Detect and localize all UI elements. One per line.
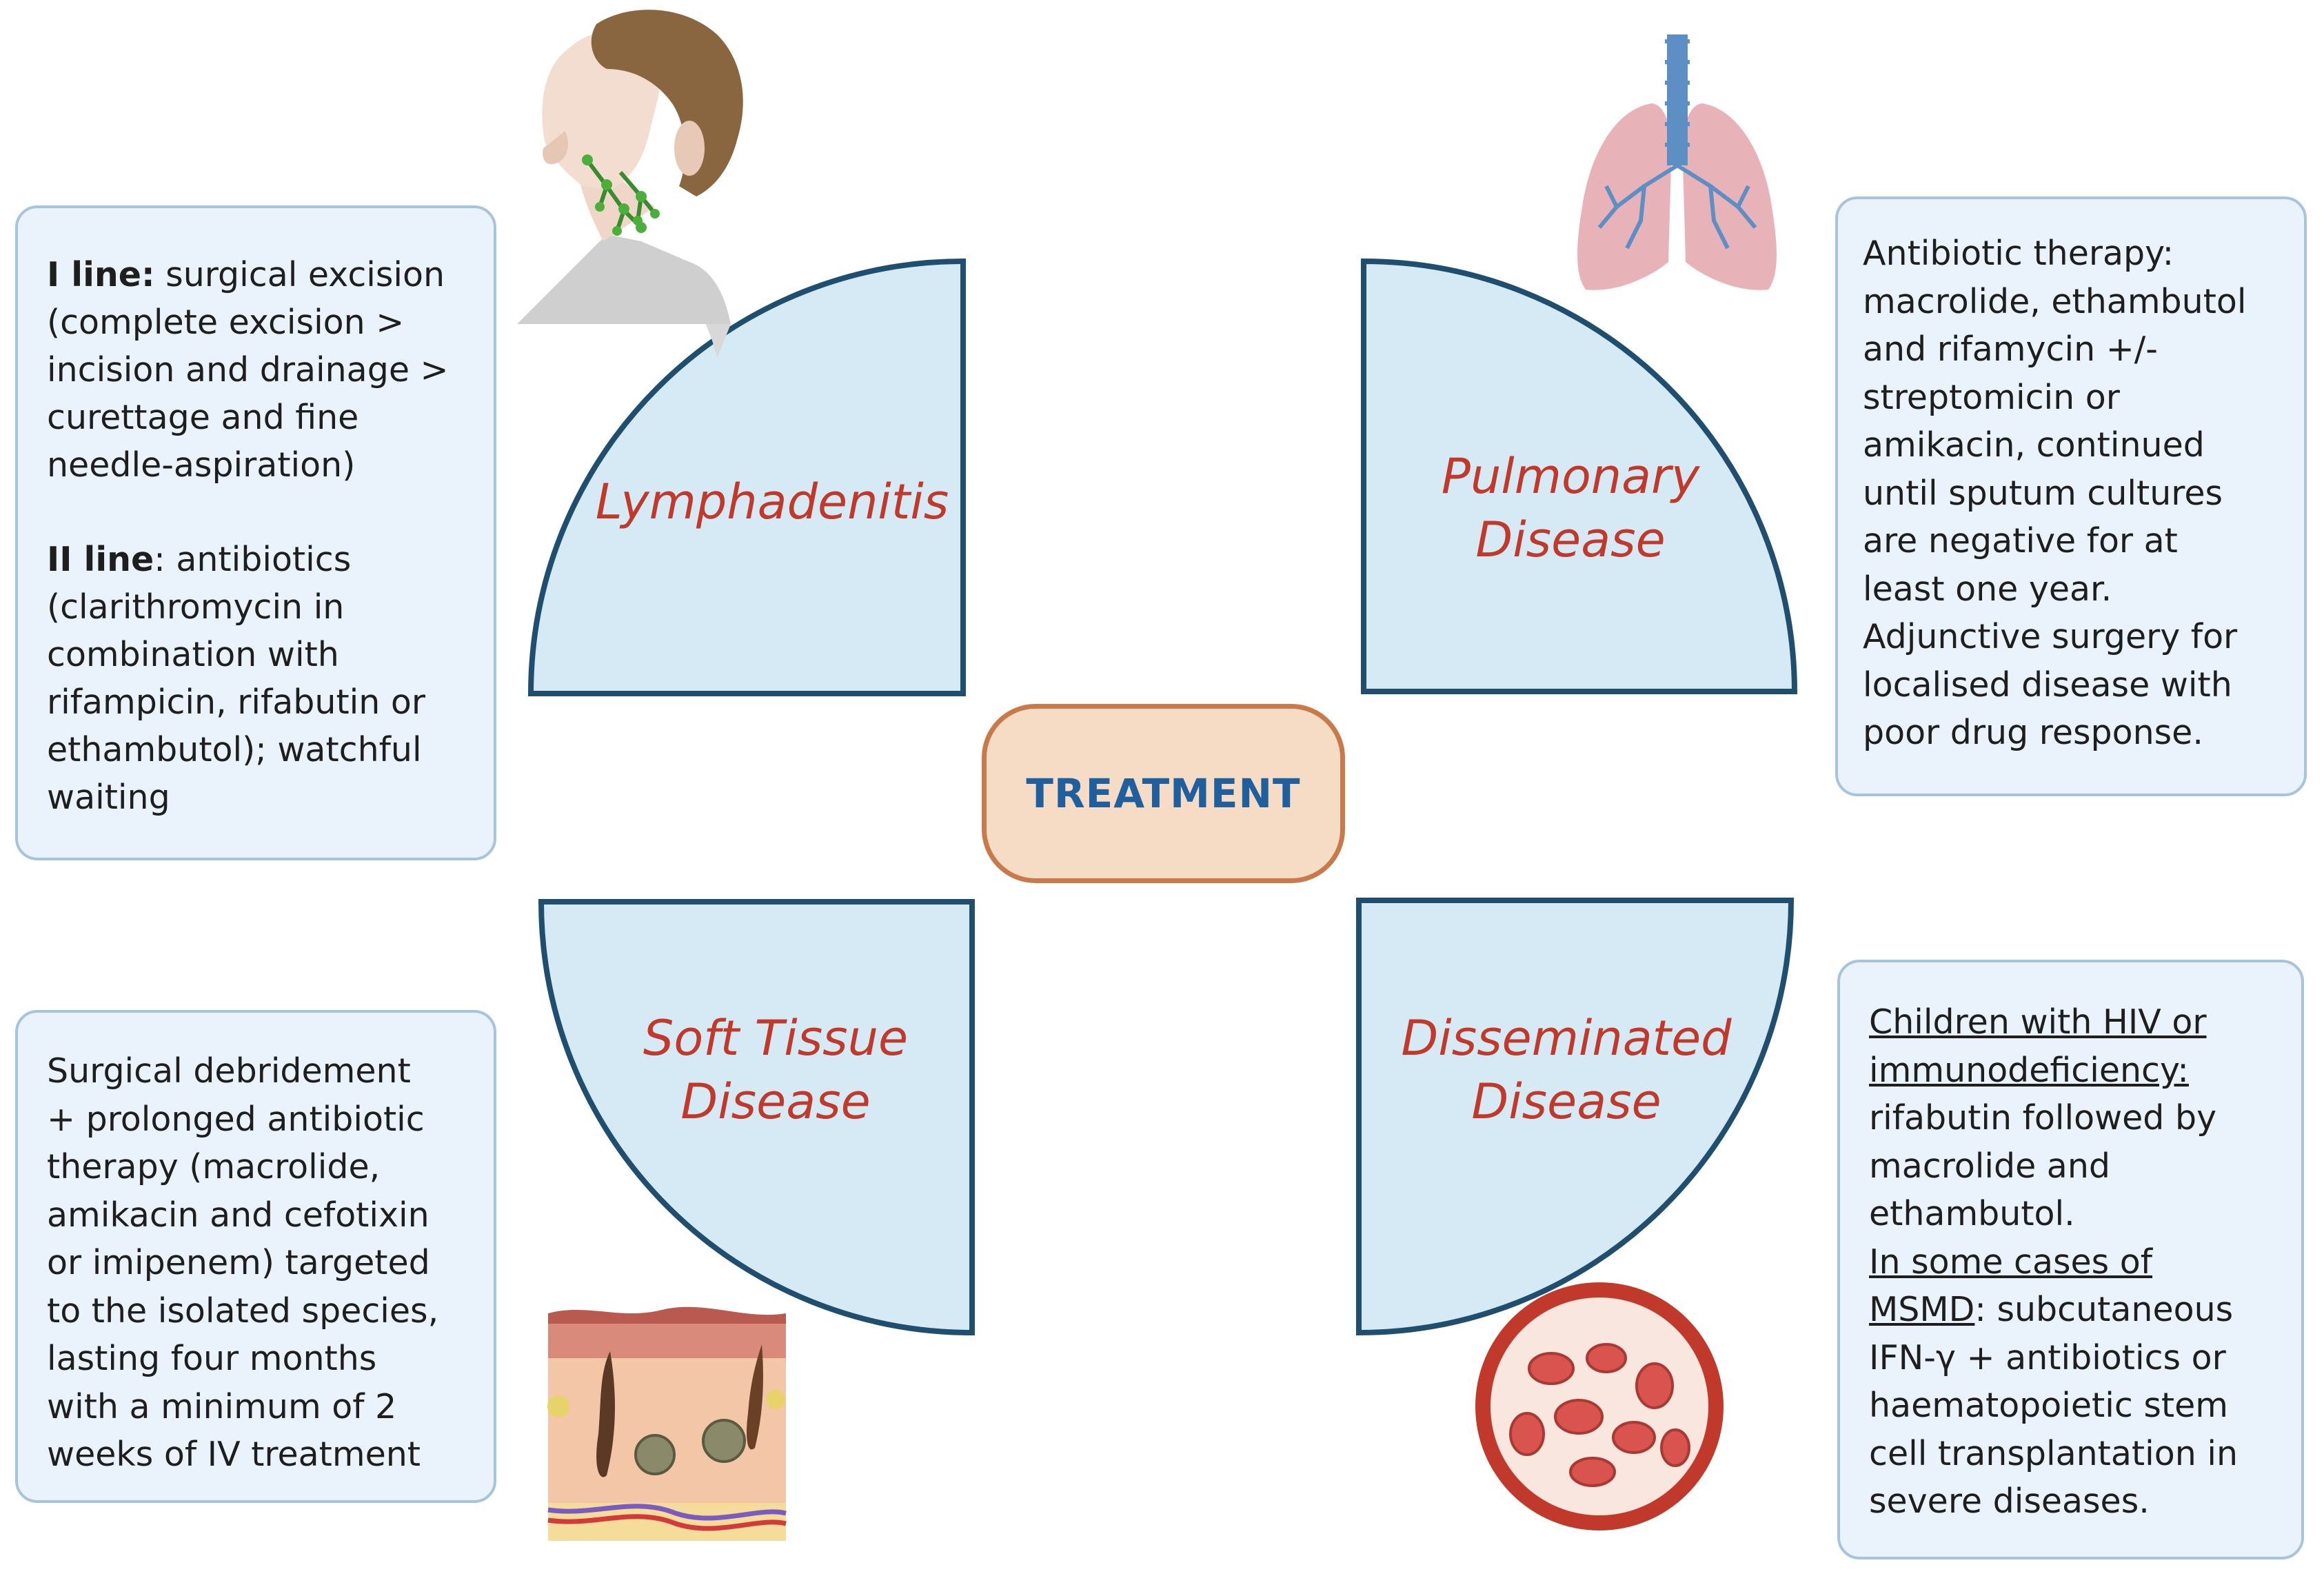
pulmonary-row-9: Adjunctive surgery for bbox=[1863, 617, 2238, 656]
pulmonary-label: Pulmonary Disease bbox=[1329, 445, 1812, 572]
pulmonary-row-11: poor drug response. bbox=[1863, 713, 2203, 752]
pulmonary-row-10: localised disease with bbox=[1863, 665, 2232, 705]
disseminated-label: Disseminated Disease bbox=[1325, 1007, 1808, 1133]
msmd-text-row-2: IFN-γ + antibiotics or bbox=[1869, 1337, 2226, 1377]
disseminated-label-line-2: Disease bbox=[1471, 1073, 1661, 1130]
hiv-heading-row-2: immunodeficiency: bbox=[1869, 1050, 2189, 1090]
soft-tissue-label-line-1: Soft Tissue bbox=[643, 1010, 909, 1067]
first-line-text: surgical excision bbox=[154, 255, 445, 294]
msmd-text-row-5: severe diseases. bbox=[1869, 1482, 2150, 1521]
soft-tissue-row-3: therapy (macrolide, bbox=[47, 1147, 381, 1186]
lymphadenitis-quadrant bbox=[527, 258, 966, 696]
first-line-row-5: needle-aspiration) bbox=[47, 445, 356, 485]
pulmonary-row-7: are negative for at bbox=[1863, 521, 2178, 560]
lymphadenitis-label-line: Lymphadenitis bbox=[595, 474, 949, 530]
first-line-row-4: curettage and fine bbox=[47, 398, 359, 437]
blood-vessel-cells-icon bbox=[1475, 1282, 1724, 1530]
soft-tissue-row-8: with a minimum of 2 bbox=[47, 1386, 397, 1426]
lungs-icon bbox=[1577, 34, 1777, 290]
msmd-heading-row-1: In some cases of bbox=[1869, 1242, 2153, 1282]
lymphadenitis-label: Lymphadenitis bbox=[531, 470, 1013, 534]
soft-tissue-treatment-box: Surgical debridement + prolonged antibio… bbox=[15, 1010, 496, 1503]
soft-tissue-row-6: to the isolated species, bbox=[47, 1291, 439, 1331]
msmd-row-1: MSMD: subcutaneous bbox=[1869, 1286, 2301, 1334]
pulmonary-label-line-2: Disease bbox=[1475, 512, 1666, 568]
soft-tissue-row-4: amikacin and cefotixin bbox=[47, 1195, 430, 1235]
msmd-text-row-4: cell transplantation in bbox=[1869, 1433, 2239, 1473]
hiv-heading-row-1: Children with HIV or bbox=[1869, 1002, 2207, 1042]
second-line-row-6: waiting bbox=[47, 778, 170, 817]
pulmonary-quadrant bbox=[1361, 258, 1798, 694]
pulmonary-row-6: until sputum cultures bbox=[1863, 473, 2223, 513]
person-neck-lymph-icon bbox=[517, 10, 743, 358]
treatment-center-box: TREATMENT bbox=[982, 704, 1345, 883]
pulmonary-row-1: Antibiotic therapy: bbox=[1863, 234, 2174, 273]
treatment-center-label: TREATMENT bbox=[1026, 770, 1301, 817]
pulmonary-row-5: amikacin, continued bbox=[1863, 425, 2205, 465]
pulmonary-treatment-box: Antibiotic therapy: macrolide, ethambuto… bbox=[1835, 196, 2307, 796]
disseminated-quadrant bbox=[1356, 898, 1795, 1336]
soft-tissue-row-1: Surgical debridement bbox=[47, 1051, 411, 1091]
hiv-text-row-1: rifabutin followed by bbox=[1869, 1098, 2217, 1138]
second-line-row-3: combination with bbox=[47, 635, 339, 674]
soft-tissue-row-2: + prolonged antibiotic bbox=[47, 1099, 425, 1139]
lymphadenitis-treatment-box: I line: surgical excision (complete exci… bbox=[15, 205, 496, 860]
msmd-text-row-1: : subcutaneous bbox=[1974, 1290, 2234, 1329]
disseminated-treatment-box: Children with HIV or immunodeficiency: r… bbox=[1837, 960, 2304, 1559]
hiv-text-row-3: ethambutol. bbox=[1869, 1194, 2075, 1233]
first-line-row-2: (complete excision > bbox=[47, 303, 405, 342]
lymphadenitis-second-line-paragraph-body: II line: antibiotics (clarithromycin in … bbox=[47, 488, 494, 821]
second-line-row-2: (clarithromycin in bbox=[47, 587, 345, 627]
soft-tissue-row-9: weeks of IV treatment bbox=[47, 1435, 421, 1474]
pulmonary-row-8: least one year. bbox=[1863, 569, 2112, 609]
msmd-text-row-3: haematopoietic stem bbox=[1869, 1386, 2228, 1425]
pulmonary-row-2: macrolide, ethambutol bbox=[1863, 281, 2247, 321]
pulmonary-label-line-1: Pulmonary bbox=[1441, 448, 1700, 505]
lymphadenitis-first-line-paragraph: I line: surgical excision (complete exci… bbox=[47, 251, 494, 489]
msmd-heading-row-2: MSMD bbox=[1869, 1290, 1975, 1329]
second-line-label: II line bbox=[47, 540, 154, 579]
first-line-row-3: incision and drainage > bbox=[47, 350, 449, 390]
second-line-text: : antibiotics bbox=[154, 540, 352, 579]
second-line-row-1: II line: antibiotics bbox=[47, 536, 494, 583]
first-line-row-1: I line: surgical excision bbox=[47, 251, 494, 299]
pulmonary-row-3: and rifamycin +/- bbox=[1863, 330, 2158, 369]
soft-tissue-row-7: lasting four months bbox=[47, 1339, 377, 1378]
soft-tissue-label: Soft Tissue Disease bbox=[534, 1007, 1017, 1133]
second-line-row-5: ethambutol); watchful bbox=[47, 730, 422, 769]
hiv-text-row-2: macrolide and bbox=[1869, 1146, 2110, 1186]
disseminated-label-line-1: Disseminated bbox=[1401, 1010, 1732, 1067]
pulmonary-row-4: streptomicin or bbox=[1863, 377, 2120, 417]
first-line-label: I line: bbox=[47, 255, 155, 294]
skin-cross-section-icon bbox=[547, 1306, 787, 1541]
soft-tissue-quadrant bbox=[538, 899, 975, 1336]
second-line-row-4: rifampicin, rifabutin or bbox=[47, 683, 426, 722]
soft-tissue-row-5: or imipenem) targeted bbox=[47, 1243, 430, 1282]
soft-tissue-label-line-2: Disease bbox=[680, 1073, 871, 1130]
